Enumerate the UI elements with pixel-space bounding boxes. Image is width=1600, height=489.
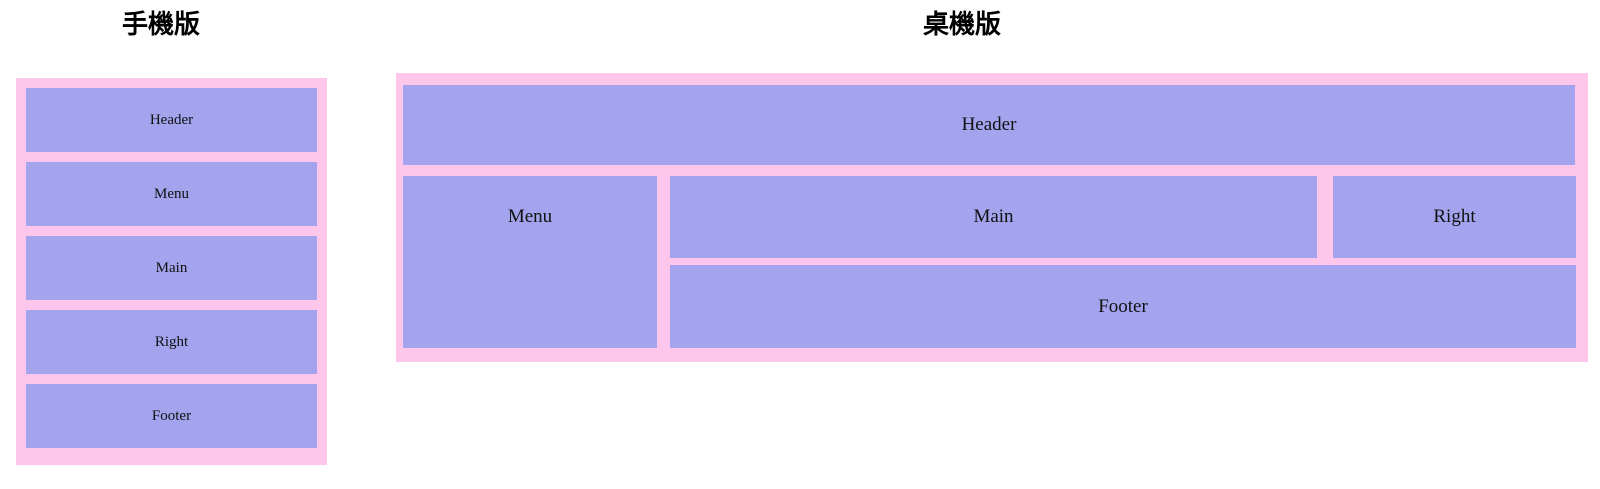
desktop-block-footer: Footer — [670, 265, 1576, 348]
desktop-block-menu: Menu — [403, 176, 657, 348]
mobile-block-right-label: Right — [154, 333, 189, 350]
mobile-block-menu: Menu — [26, 162, 317, 226]
desktop-layout-title: 桌機版 — [923, 10, 1002, 40]
desktop-block-menu-label: Menu — [507, 206, 553, 227]
desktop-block-right-label: Right — [1433, 206, 1476, 227]
desktop-block-right: Right — [1333, 176, 1576, 258]
desktop-layout-frame: Header Menu Main Right Footer — [396, 73, 1588, 362]
desktop-block-main: Main — [670, 176, 1317, 258]
desktop-block-main-label: Main — [973, 206, 1014, 227]
desktop-block-header: Header — [403, 85, 1575, 165]
mobile-layout-frame: Header Menu Main Right Footer — [16, 78, 327, 465]
mobile-block-header: Header — [26, 88, 317, 152]
desktop-block-footer-label: Footer — [1098, 295, 1148, 317]
mobile-layout-title: 手機版 — [122, 10, 201, 40]
mobile-block-right: Right — [26, 310, 317, 374]
mobile-block-header-label: Header — [149, 111, 194, 128]
mobile-block-main: Main — [26, 236, 317, 300]
mobile-block-main-label: Main — [155, 259, 188, 276]
mobile-block-footer-label: Footer — [151, 407, 192, 424]
mobile-block-menu-label: Menu — [154, 185, 189, 202]
mobile-block-footer: Footer — [26, 384, 317, 448]
desktop-block-header-label: Header — [961, 114, 1017, 135]
